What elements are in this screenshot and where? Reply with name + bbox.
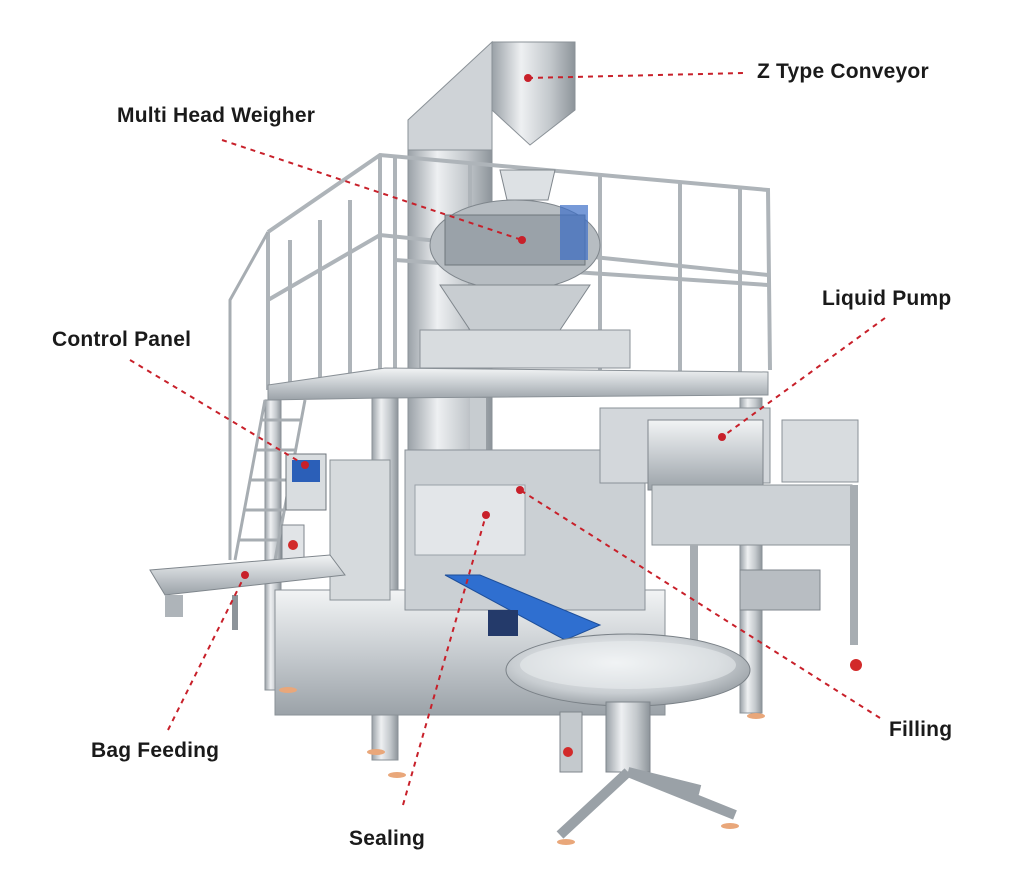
label-multi-head-weigher: Multi Head Weigher	[117, 104, 316, 127]
platform-deck	[267, 367, 769, 401]
control-panel-shape	[281, 453, 327, 566]
leader-dots	[241, 74, 726, 579]
liquid-pump-shape	[599, 407, 862, 671]
label-liquid-pump: Liquid Pump	[822, 287, 952, 310]
label-sealing: Sealing	[349, 827, 426, 850]
leader-sealing	[402, 514, 487, 806]
machine-feet	[279, 687, 765, 845]
leader-z-conveyor	[527, 72, 746, 79]
leader-bag-feeding	[167, 574, 246, 731]
collecting-turntable	[505, 633, 751, 839]
leader-filling	[519, 489, 881, 719]
output-belt	[444, 574, 602, 641]
leader-control-panel	[129, 359, 306, 466]
leader-multi-head-weigher	[221, 139, 523, 241]
leader-lines	[129, 72, 886, 806]
label-z-type-conveyor: Z Type Conveyor	[757, 60, 929, 83]
label-control-panel: Control Panel	[52, 328, 192, 351]
label-bag-feeding: Bag Feeding	[91, 739, 220, 762]
leader-liquid-pump	[721, 317, 886, 438]
multi-head-weigher-shape	[419, 169, 631, 369]
label-filling: Filling	[889, 718, 953, 741]
